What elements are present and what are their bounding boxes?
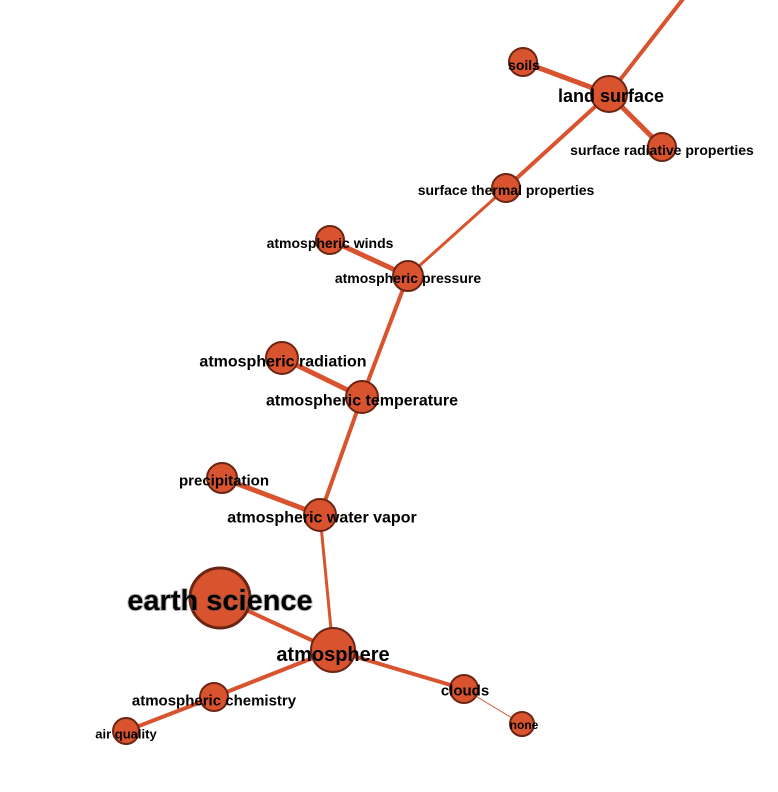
node-surface-radiative-properties[interactable] [647,132,677,162]
edge-atmospheric-chemistry-to-air-quality [124,695,216,733]
node-atmospheric-water-vapor[interactable] [303,498,337,532]
node-earth-science[interactable] [188,566,252,630]
node-precipitation[interactable] [206,462,238,494]
node-atmospheric-temperature[interactable] [345,380,379,414]
edge-atmospheric-water-vapor-to-atmospheric-temperature [318,395,364,517]
edge-atmospheric-pressure-to-surface-thermal-properties [406,186,508,278]
node-atmospheric-chemistry[interactable] [199,682,229,712]
graph-nodes [112,47,677,745]
node-atmospheric-radiation[interactable] [265,341,299,375]
node-surface-thermal-properties[interactable] [491,173,521,203]
edge-atmospheric-temperature-to-atmospheric-pressure [360,274,410,399]
node-land-surface[interactable] [590,75,628,113]
node-clouds[interactable] [449,674,479,704]
node-atmosphere[interactable] [310,627,356,673]
node-atmospheric-winds[interactable] [315,225,345,255]
node-air-quality[interactable] [112,717,140,745]
edge-atmospheric-water-vapor-to-precipitation [219,475,323,518]
edge-land-surface-to-offscreen [607,0,685,96]
edge-surface-thermal-properties-to-land-surface [504,92,611,190]
node-atmospheric-pressure[interactable] [392,260,424,292]
node-soils[interactable] [508,47,538,77]
node-none[interactable] [509,711,535,737]
